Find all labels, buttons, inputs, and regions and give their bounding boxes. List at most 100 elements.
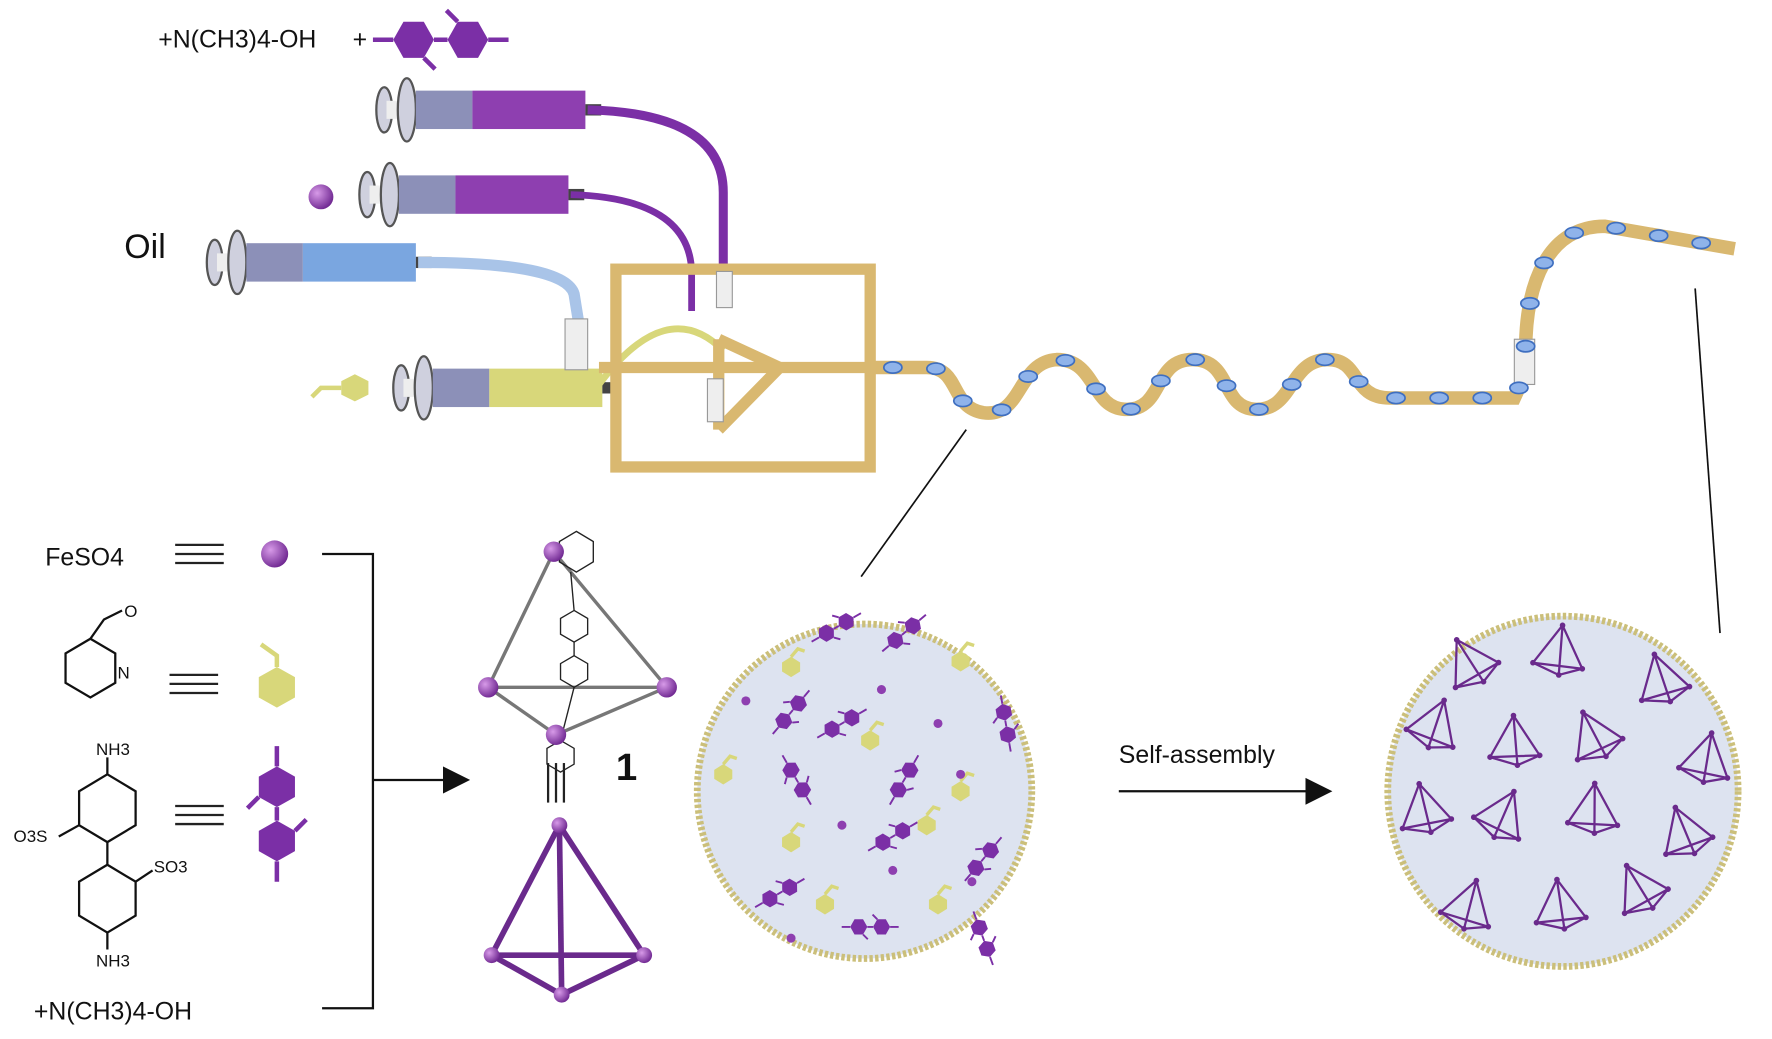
channel-droplet [1086,382,1106,396]
channel-droplet [1472,391,1493,405]
aldehyde-icon [928,884,953,915]
nh3-bottom: NH3 [96,951,130,970]
channel-droplet [1121,402,1141,416]
tetrahedron-cage-icon [1487,712,1543,769]
iron-ion-icon [876,685,886,695]
channel-droplet [1348,375,1369,389]
tetrahedron-cage-icon [1399,781,1455,836]
syringe-ligand [375,77,602,143]
aldehyde-icon [951,771,975,802]
zoom-line-left [860,429,967,578]
compound-number: 1 [616,746,637,789]
tube-oil [418,256,585,324]
tetrahedron-cage-icon [1638,651,1693,705]
channel-droplets [882,221,1712,417]
iron-ion-icon [933,718,943,729]
syringe-iron [358,161,585,228]
iron-ion-icon-syringe [308,184,334,210]
tetrahedron-icon [483,817,653,1003]
tube-iron [570,191,696,311]
channel-droplet [1018,369,1039,383]
plus-sign: + [353,26,368,54]
tetrahedron-cage-icon [1621,862,1671,917]
channel-droplet [926,362,946,376]
channel-droplet [1281,377,1302,391]
aldehyde-icon [815,884,840,915]
tetrahedron-cage-icon [1564,780,1621,837]
aldehyde-icon [258,642,295,708]
iron-ion-icon [837,820,847,830]
channel-droplet [1216,379,1237,393]
aldehyde-icon [861,720,885,751]
channel-droplet [1564,226,1585,240]
amine-ligand-icon-top [372,8,509,71]
identity-symbol [546,763,566,803]
channel-droplet [1648,229,1669,243]
aldehyde-icon [782,646,806,678]
channel-droplet [1314,353,1335,367]
nh3-top: NH3 [96,740,130,759]
iron-ion-icon [888,865,898,875]
tetrahedron-cage-icon [1663,804,1716,858]
channel-droplet [1429,391,1450,405]
syringe-group [205,77,619,421]
aldehyde-icon-syringe [310,374,369,402]
channel-droplet [1534,256,1554,270]
tetrahedron-cage-icon [1437,877,1492,932]
top-reagent-label: +N(CH3)4-OH [158,26,316,54]
pyridine-aldehyde-structure [64,609,123,699]
aldehyde-o: O [124,602,137,621]
zoom-line-right [1694,288,1721,634]
serpentine-channel [870,219,1736,420]
droplet-before-assembly [693,601,1036,971]
iron-ion-icon [786,933,796,943]
connector-ligand [715,270,733,309]
feso4-label: FeSO4 [45,543,124,571]
aldehyde-icon [714,754,738,785]
diamine-structure [58,757,154,950]
base-label: +N(CH3)4-OH [34,998,192,1026]
tetrahedron-cage-icon [1403,697,1456,751]
so3-right: SO3 [154,858,188,877]
channel-droplet [1055,353,1076,367]
equivalence-symbol [169,543,224,826]
reagent-bracket [322,552,375,1010]
channel-droplet [1150,374,1171,388]
channel-droplet [1606,221,1627,235]
tetrahedron-cage-icon [1452,636,1502,691]
iron-ion-icon [956,769,966,779]
connector-center [706,378,724,423]
channel-droplet [1185,353,1206,367]
tetrahedron-cage-icon [1574,709,1626,763]
amine-ligand-icon [247,746,306,882]
tetrahedron-cage-icon [1530,622,1586,678]
aldehyde-icon [951,641,975,672]
channel-droplet [991,403,1012,417]
channel-droplet [882,361,903,374]
channel-droplet [1515,339,1536,353]
tetrahedron-cage-icon [1470,788,1522,842]
iron-ion-icon [967,877,977,887]
channel-droplet [1519,296,1540,310]
aldehyde-icon [917,805,941,836]
self-assembly-label: Self-assembly [1119,741,1276,769]
iron-ion-icon [261,540,289,568]
channel-droplet [1386,391,1406,405]
channel-droplet [1509,381,1529,395]
channel-droplet [952,394,973,408]
tetrahedron-cage-icon [1533,876,1589,932]
cage-structure [478,530,677,773]
tube-ligand [587,105,728,278]
droplet-after-assembly [1384,612,1742,970]
syringe-oil [205,229,432,296]
oil-label: Oil [124,228,165,266]
connector-oil [564,318,589,371]
pyridine-n: N [118,663,130,682]
so3-left: O3S [14,827,48,846]
iron-ion-icon [741,696,751,706]
microfluidic-chip [598,263,876,473]
channel-droplet [1691,236,1712,250]
channel-droplet [1249,402,1269,416]
